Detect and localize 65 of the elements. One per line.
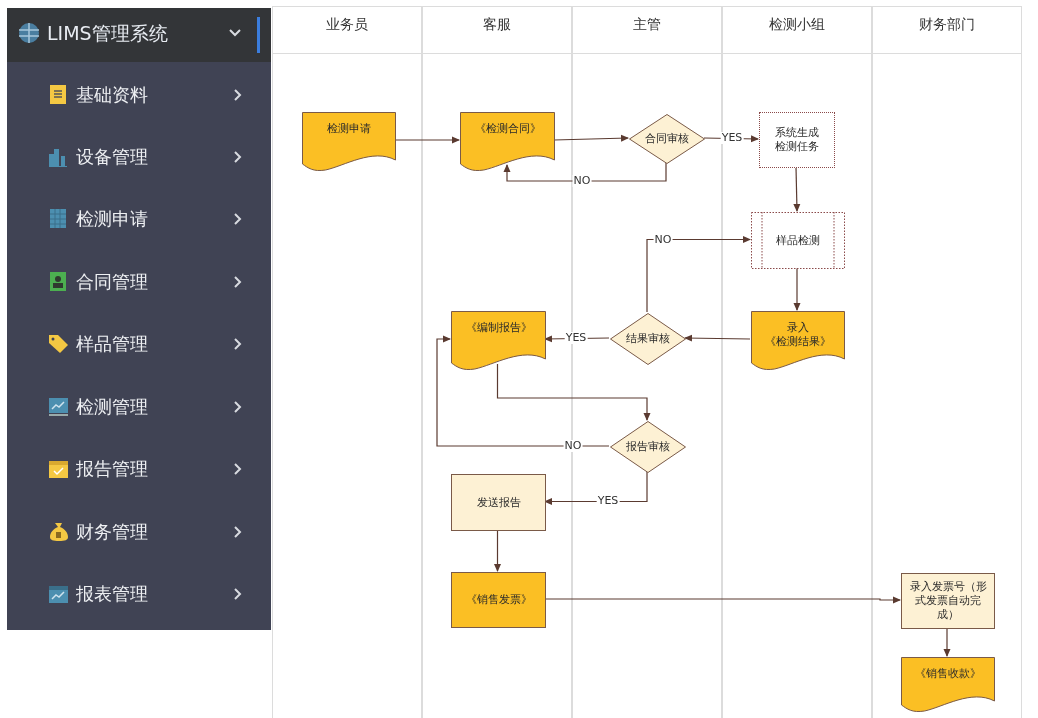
arrow: [793, 267, 801, 311]
document-shape: [451, 311, 546, 369]
process-box: [901, 573, 995, 629]
menu-item-label: 报告管理: [76, 457, 148, 481]
node-text: 《检测合同》: [474, 122, 541, 136]
arrow: [494, 529, 501, 572]
decision-diamond: [629, 114, 705, 164]
process-box: [451, 572, 546, 628]
document-shape: [302, 112, 396, 170]
menu-item-label: 设备管理: [76, 145, 148, 169]
arrow: [436, 335, 610, 447]
arrow: [646, 236, 751, 313]
arrow: [544, 596, 901, 604]
edge-label: NO: [563, 440, 583, 452]
swimlane: [722, 6, 872, 718]
node-text: 系统生成检测任务: [774, 126, 820, 154]
swimlane: [272, 6, 422, 718]
lane-header: 业务员: [325, 15, 369, 33]
menu-item-label: 基础资料: [76, 83, 148, 107]
document-shape: [751, 311, 845, 369]
arrow: [503, 162, 667, 182]
node-text: 样品检测: [776, 233, 820, 248]
arrow: [793, 166, 801, 212]
edge-label: YES: [720, 132, 744, 144]
menu-item-label: 报表管理: [76, 582, 148, 606]
predefined-process-box: [751, 212, 845, 269]
arrow: [703, 135, 759, 143]
lane-header: 客服: [482, 15, 512, 33]
decision-diamond: [610, 313, 686, 365]
decision-diamond: [610, 421, 686, 473]
arrow: [544, 471, 648, 505]
document-shape: [460, 112, 555, 170]
process-box: [759, 112, 835, 168]
lane-header: 财务部门: [918, 15, 976, 33]
swimlane: [872, 6, 1022, 718]
node-text: 合同审核: [645, 132, 689, 146]
edge-label: NO: [653, 234, 673, 246]
node-text: 录入: [787, 321, 809, 335]
node-text: 发送报告: [476, 495, 521, 510]
node-text: 《销售收款》: [915, 667, 981, 681]
arrow: [496, 363, 651, 421]
node-text: 报告审核: [626, 440, 670, 454]
menu-item-label: 检测申请: [76, 207, 148, 231]
lane-header: 主管: [632, 15, 662, 33]
arrow: [394, 136, 460, 144]
menu-item-label: 检测管理: [76, 395, 148, 419]
node-text: 结果审核: [626, 332, 670, 346]
edge-label: NO: [572, 175, 592, 187]
menu-item-label: 样品管理: [76, 332, 148, 356]
node-text: 《检测结果》: [765, 335, 831, 349]
node-text: 《销售发票》: [465, 593, 532, 607]
process-box: [451, 474, 546, 531]
edge-label: YES: [564, 332, 588, 344]
node-text: 《编制报告》: [465, 321, 532, 335]
menu-item-label: 合同管理: [76, 270, 148, 294]
node-text: 检测申请: [327, 122, 371, 136]
menu-title: LIMS管理系统: [47, 21, 168, 45]
menu-item-label: 财务管理: [76, 520, 148, 544]
edge-label: YES: [596, 495, 620, 507]
arrow: [553, 134, 629, 142]
node-text: 录入发票号（形式发票自动完成）: [908, 580, 988, 622]
lane-header: 检测小组: [768, 15, 826, 33]
document-shape: [901, 657, 995, 711]
arrow: [684, 334, 751, 342]
arrow: [943, 627, 951, 657]
